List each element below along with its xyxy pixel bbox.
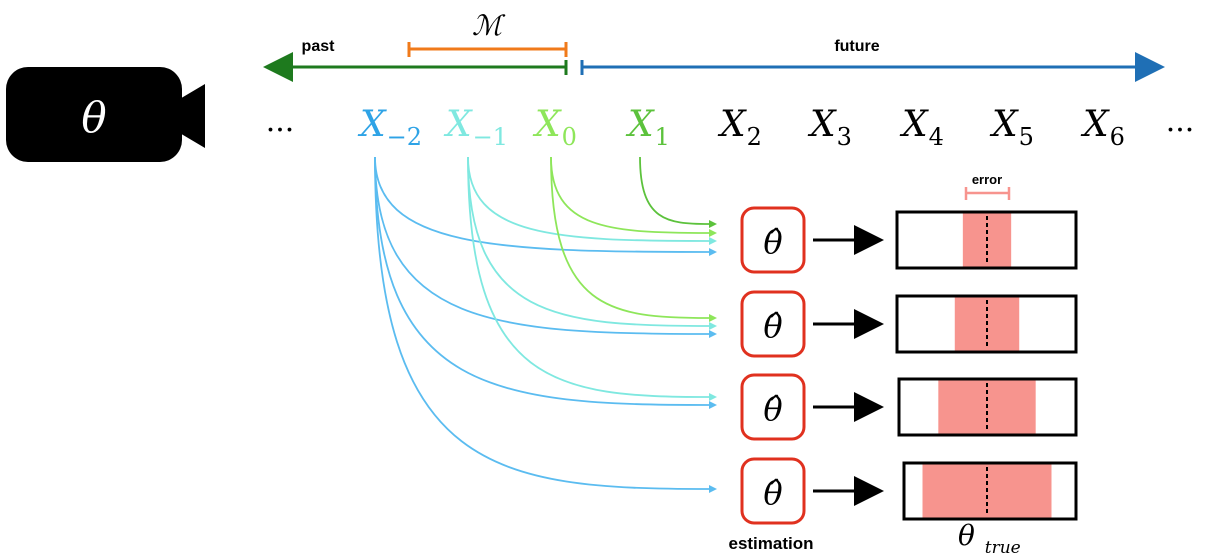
estimation-row: θ̂	[740, 206, 1078, 274]
past-arrow: past	[263, 38, 568, 82]
dependency-curve	[467, 156, 710, 242]
dependency-curve	[374, 156, 710, 406]
dependency-curve	[467, 156, 710, 398]
camera-icon: θ	[6, 67, 205, 162]
future-arrow: future	[580, 38, 1165, 82]
estimation-row: θ̂	[740, 373, 1078, 441]
variable-x2: X2	[717, 104, 762, 151]
camera-theta-label: θ	[81, 93, 106, 142]
variable-x5: X5	[989, 104, 1034, 151]
ellipsis-right: ···	[1166, 113, 1195, 148]
variable-x6: X6	[1080, 104, 1125, 151]
estimation-row: θ̂	[740, 457, 1078, 525]
dependency-curve	[467, 156, 710, 327]
theta-true-sub: true	[985, 538, 1021, 558]
memory-bracket: ℳ	[407, 9, 568, 57]
past-label: past	[302, 38, 336, 55]
dependency-curve	[639, 156, 710, 225]
estimator-box: θ̂	[740, 206, 806, 274]
future-label: future	[834, 38, 879, 55]
result-box	[902, 461, 1078, 521]
variable-x0: X0	[532, 104, 577, 151]
dependency-curve	[374, 156, 710, 253]
theta-true-base: θ	[958, 519, 975, 552]
estimator-symbol: θ̂	[763, 474, 782, 512]
error-bracket: error	[964, 172, 1011, 200]
dependency-curves	[374, 156, 717, 493]
result-box	[897, 377, 1078, 437]
variable-x1: X1	[625, 104, 670, 151]
dependency-curve	[374, 156, 710, 335]
result-box	[895, 210, 1078, 270]
estimator-box: θ̂	[740, 290, 806, 358]
estimator-symbol: θ̂	[763, 390, 782, 428]
estimation-row: θ̂	[740, 290, 1078, 358]
estimator-box: θ̂	[740, 457, 806, 525]
dependency-curve	[550, 156, 710, 319]
theta-true-label: θ true	[958, 519, 1021, 558]
variable-sequence: X−2 X−1 X0 X1 X2 X3 X4 X5 X6	[357, 104, 1125, 151]
estimation-rows: θ̂ θ̂ θ̂ θ̂	[740, 206, 1078, 525]
error-label: error	[972, 172, 1002, 187]
variable-x4: X4	[899, 104, 944, 151]
dependency-curve	[550, 156, 710, 234]
estimation-label: estimation	[728, 534, 813, 553]
variable-xneg1: X−1	[443, 104, 508, 151]
estimator-symbol: θ̂	[763, 223, 782, 261]
ellipsis-left: ···	[266, 113, 295, 148]
variable-xneg2: X−2	[357, 104, 422, 151]
memory-label: ℳ	[472, 9, 506, 42]
svg-text:θ true: θ true	[958, 519, 1021, 558]
variable-x3: X3	[807, 104, 852, 151]
estimator-box: θ̂	[740, 373, 806, 441]
result-box	[895, 294, 1078, 354]
estimator-symbol: θ̂	[763, 307, 782, 345]
dependency-curve	[374, 156, 710, 490]
